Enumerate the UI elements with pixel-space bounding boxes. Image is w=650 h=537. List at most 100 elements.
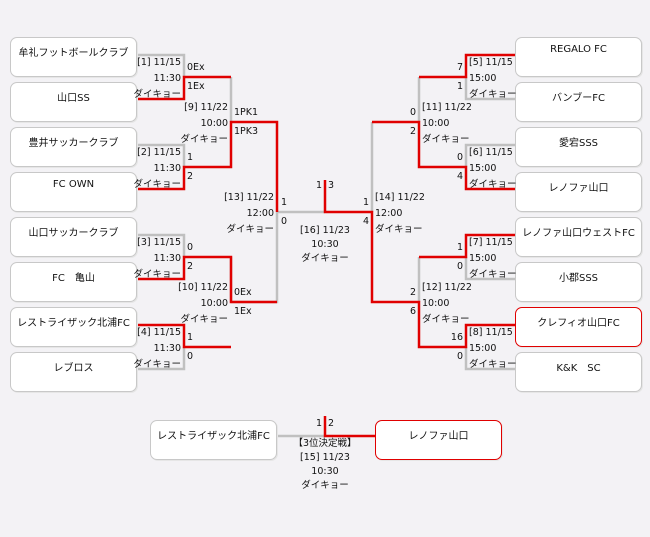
third-place-team-2[interactable]: レノファ山口	[375, 420, 502, 460]
team-box[interactable]: REGALO FC	[515, 37, 642, 77]
match-time: 11:30	[153, 253, 181, 264]
match-venue: ダイキョー	[180, 314, 228, 325]
match-label: [7] 11/15	[469, 237, 513, 248]
match-time: 15:00	[469, 163, 497, 174]
team-box[interactable]: レブロス	[10, 352, 137, 392]
score-bottom: 2	[187, 261, 194, 272]
match-label: [13] 11/22	[224, 192, 274, 203]
team-box[interactable]: K&K SC	[515, 352, 642, 392]
score-bottom: 0	[281, 216, 288, 227]
score-bottom: 6	[409, 306, 416, 317]
team-box[interactable]: FC 亀山	[10, 262, 137, 302]
score-bottom: 0	[456, 261, 463, 272]
match-info: [10] 11/22 10:00 ダイキョー	[178, 280, 228, 328]
score-bottom: 1Ex	[234, 306, 252, 317]
match-venue: ダイキョー	[469, 89, 517, 100]
score-bottom: 0	[187, 351, 194, 362]
score-top: 0	[187, 242, 194, 253]
match-time: 15:00	[469, 343, 497, 354]
final-score-left: 1	[315, 180, 322, 191]
match-label: [10] 11/22	[178, 282, 228, 293]
final-score-right: 3	[328, 180, 335, 191]
team-box[interactable]: FC OWN	[10, 172, 137, 212]
score-top: 1	[362, 197, 369, 208]
third-score-right: 2	[328, 418, 335, 429]
match-venue: ダイキョー	[133, 269, 181, 280]
match-info: [9] 11/22 10:00 ダイキョー	[180, 100, 228, 148]
score-top: 1	[281, 197, 288, 208]
match-label: [4] 11/15	[137, 327, 181, 338]
score-top: 1PK1	[234, 107, 259, 118]
score-top: 1	[456, 242, 463, 253]
match-info: [3] 11/15 11:30 ダイキョー	[133, 235, 181, 283]
match-venue: ダイキョー	[180, 134, 228, 145]
team-box[interactable]: 愛宕SSS	[515, 127, 642, 167]
match-venue: ダイキョー	[422, 134, 470, 145]
match-label: [5] 11/15	[469, 57, 513, 68]
match-venue: ダイキョー	[469, 179, 517, 190]
match-time: 11:30	[153, 163, 181, 174]
match-time: 10:30	[311, 466, 339, 477]
match-time: 10:00	[422, 118, 450, 129]
match-label: [12] 11/22	[422, 282, 472, 293]
score-top: 1	[187, 152, 194, 163]
score-top: 7	[456, 62, 463, 73]
match-venue: ダイキョー	[133, 89, 181, 100]
score-top: 2	[409, 287, 416, 298]
match-time: 10:00	[422, 298, 450, 309]
team-box[interactable]: レノファ山口	[515, 172, 642, 212]
score-bottom: 4	[456, 171, 463, 182]
match-time: 10:00	[200, 298, 228, 309]
match-label: [3] 11/15	[137, 237, 181, 248]
score-top: 0Ex	[234, 287, 252, 298]
match-label: [14] 11/22	[375, 192, 425, 203]
team-box[interactable]: 山口SS	[10, 82, 137, 122]
match-time: 15:00	[469, 253, 497, 264]
match-venue: ダイキョー	[469, 269, 517, 280]
match-time: 10:30	[311, 239, 339, 250]
match-label: [8] 11/15	[469, 327, 513, 338]
match-label: [15] 11/23	[300, 452, 350, 463]
match-time: 12:00	[246, 208, 274, 219]
match-label: [2] 11/15	[137, 147, 181, 158]
match-time: 15:00	[469, 73, 497, 84]
match-info: [2] 11/15 11:30 ダイキョー	[133, 145, 181, 193]
match-venue: ダイキョー	[133, 179, 181, 190]
third-place-team-1[interactable]: レストライザック北浦FC	[150, 420, 277, 460]
match-time: 11:30	[153, 73, 181, 84]
team-box-champion[interactable]: クレフィオ山口FC	[515, 307, 642, 347]
team-box[interactable]: バンブーFC	[515, 82, 642, 122]
match-time: 11:30	[153, 343, 181, 354]
score-top: 16	[450, 332, 463, 343]
match-time: 10:00	[200, 118, 228, 129]
team-box[interactable]: レノファ山口ウェストFC	[515, 217, 642, 257]
match-info: [6] 11/15 15:00 ダイキョー	[469, 145, 517, 193]
match-info: [5] 11/15 15:00 ダイキョー	[469, 55, 517, 103]
score-bottom: 1	[456, 81, 463, 92]
score-bottom: 1Ex	[187, 81, 205, 92]
match-venue: ダイキョー	[133, 359, 181, 370]
match-label: [6] 11/15	[469, 147, 513, 158]
score-bottom: 4	[362, 216, 369, 227]
team-box[interactable]: 牟礼フットボールクラブ	[10, 37, 137, 77]
score-top: 0	[409, 107, 416, 118]
score-bottom: 0	[456, 351, 463, 362]
match-label: [9] 11/22	[184, 102, 228, 113]
match-venue: ダイキョー	[226, 224, 274, 235]
team-box[interactable]: 小郡SSS	[515, 262, 642, 302]
match-title: 【3位決定戦】	[293, 438, 357, 449]
match-time: 12:00	[375, 208, 403, 219]
match-info: [4] 11/15 11:30 ダイキョー	[133, 325, 181, 373]
match-info: [13] 11/22 12:00 ダイキョー	[224, 190, 274, 238]
match-venue: ダイキョー	[422, 314, 470, 325]
score-bottom: 1PK3	[234, 126, 259, 137]
match-info: [12] 11/22 10:00 ダイキョー	[422, 280, 472, 328]
score-bottom: 2	[409, 126, 416, 137]
team-box[interactable]: 豊井サッカークラブ	[10, 127, 137, 167]
team-box[interactable]: 山口サッカークラブ	[10, 217, 137, 257]
team-box[interactable]: レストライザック北浦FC	[10, 307, 137, 347]
